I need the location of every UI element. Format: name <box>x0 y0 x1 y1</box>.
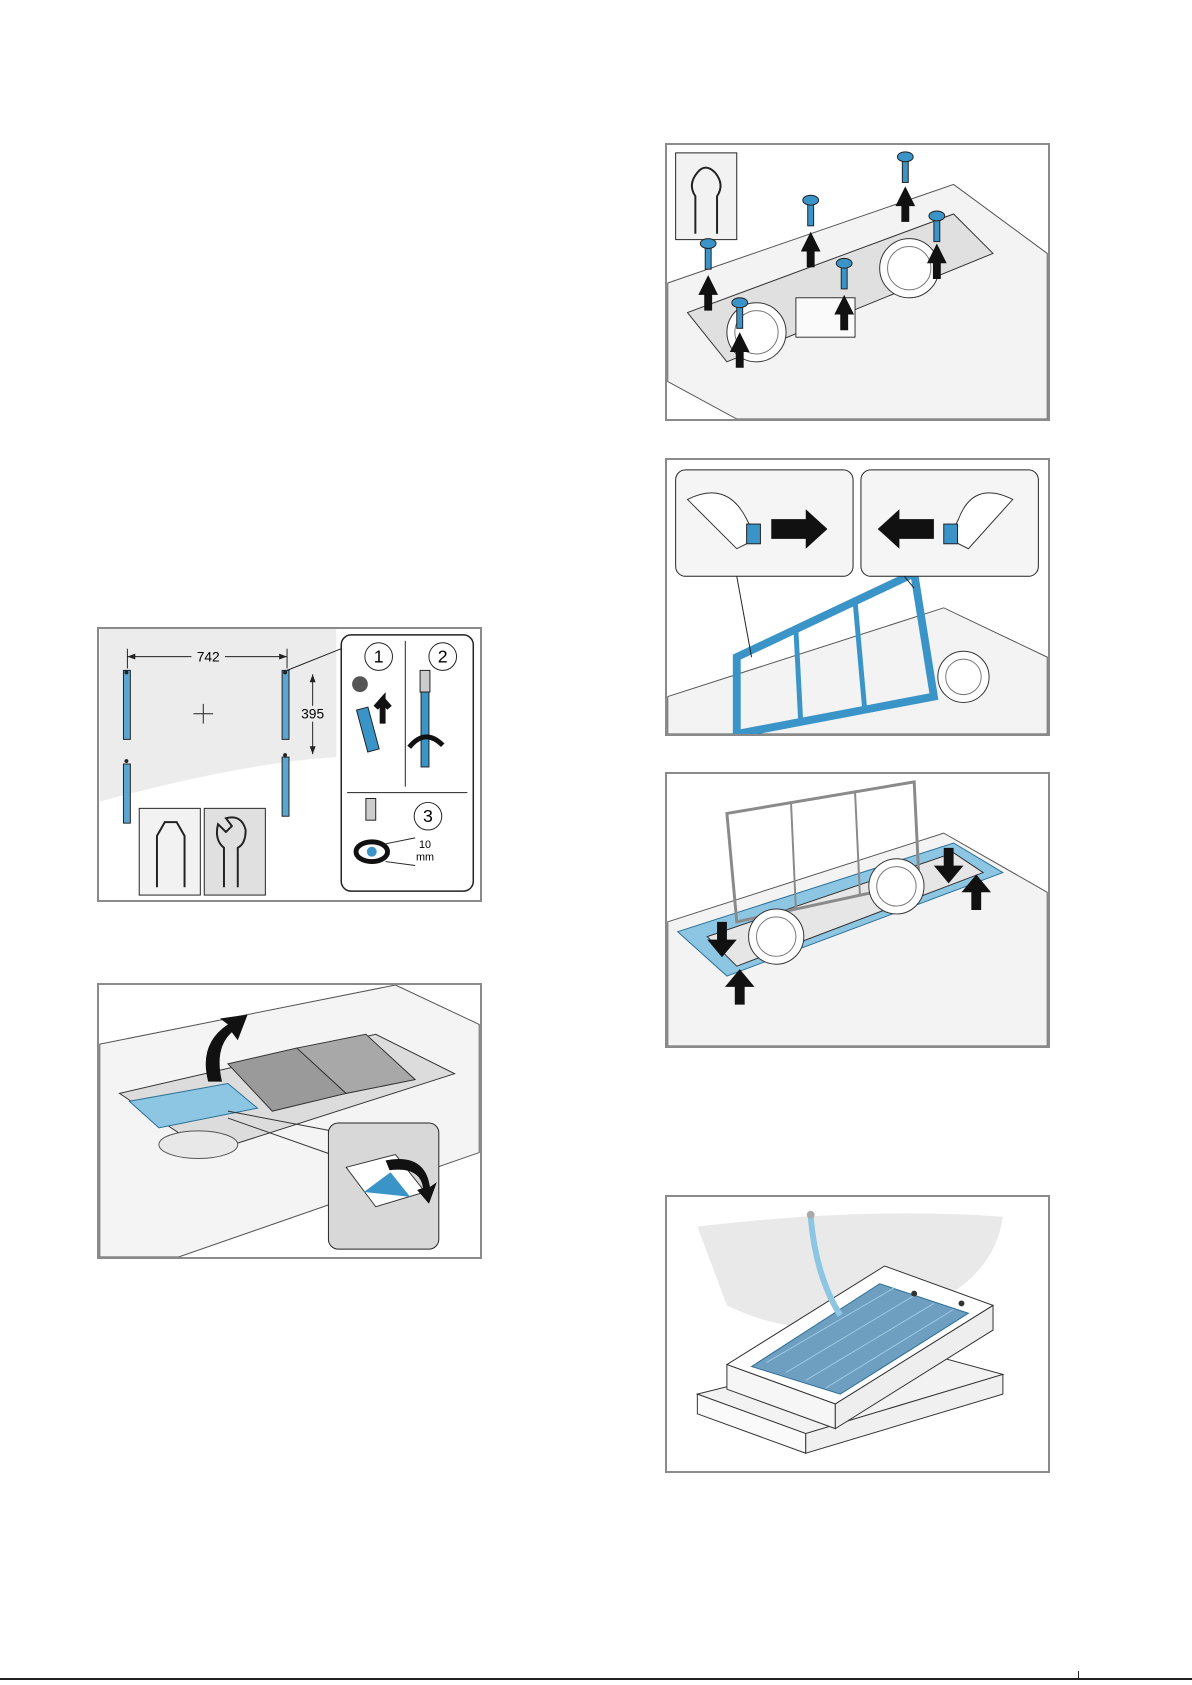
dimension-width-label: 742 <box>197 650 220 665</box>
remove-cover-illustration <box>99 985 480 1257</box>
figure-mounting-dimensions: 742 395 1 2 <box>97 627 482 902</box>
carbon-filter-illustration <box>667 1197 1048 1471</box>
figure-remove-cover <box>97 983 482 1259</box>
figure-release-filter-frame <box>665 458 1050 736</box>
step-1-number: 1 <box>374 647 384 667</box>
release-frame-illustration <box>667 460 1048 734</box>
remove-screws-illustration <box>667 145 1048 419</box>
step-3-number: 3 <box>423 806 433 826</box>
step-2-number: 2 <box>438 647 448 667</box>
page-bottom-rule <box>0 1678 1192 1680</box>
seal-strips-illustration <box>667 774 1048 1046</box>
mounting-illustration: 742 395 1 2 <box>99 629 480 900</box>
figure-seal-strips <box>665 772 1050 1048</box>
detail-inset-left <box>676 470 853 576</box>
torx-screwdriver-icon <box>676 153 737 240</box>
dimension-depth-label: 395 <box>301 707 324 722</box>
wrench-icon <box>204 808 265 895</box>
step-panel <box>341 635 473 891</box>
figure-carbon-filter <box>665 1195 1050 1473</box>
figure-remove-screws <box>665 143 1050 421</box>
gap-unit: mm <box>416 852 434 864</box>
gap-value: 10 <box>419 839 431 851</box>
page-bottom-tick <box>1078 1671 1079 1680</box>
